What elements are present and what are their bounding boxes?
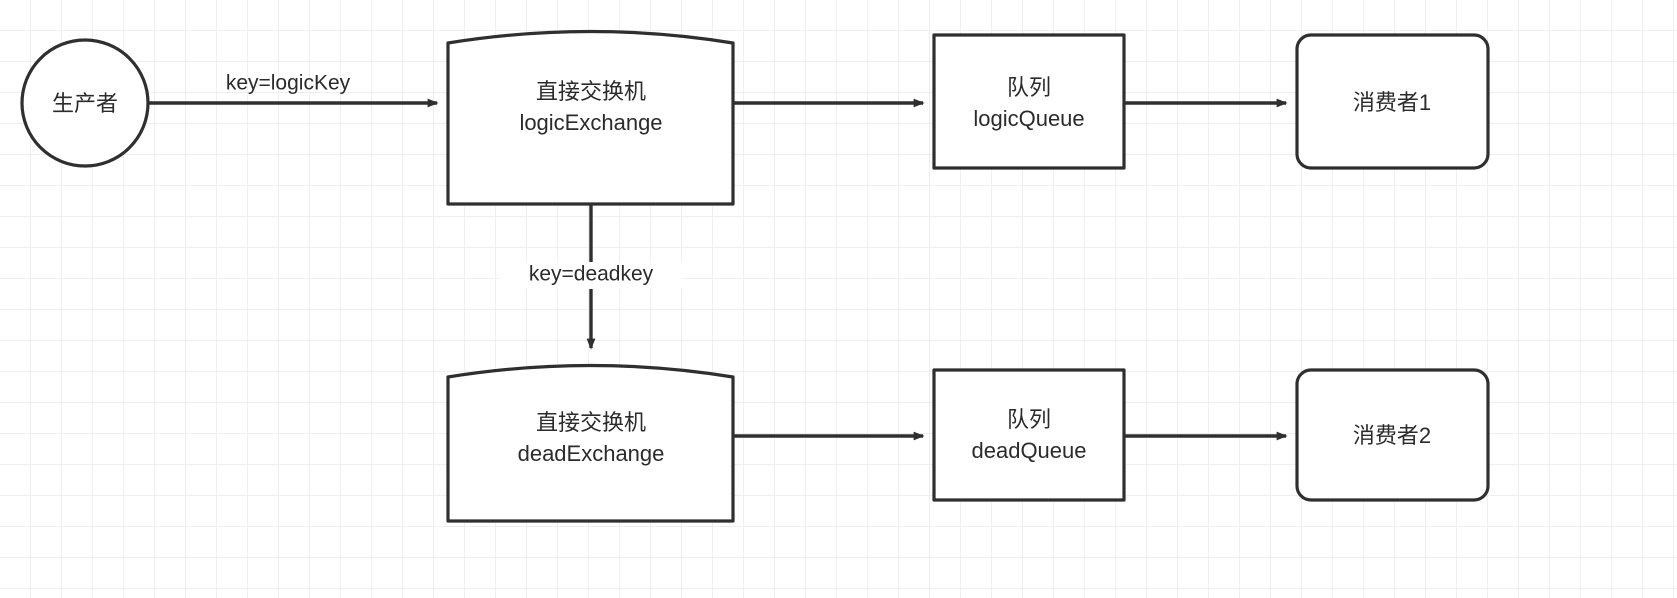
dead-queue-label-line2: deadQueue bbox=[972, 438, 1087, 463]
logic-exchange-shape[interactable] bbox=[446, 29, 735, 206]
logic-queue-label-line1: 队列 bbox=[1007, 75, 1051, 100]
node-consumer1[interactable]: 消费者1 bbox=[1295, 33, 1490, 170]
producer-circle[interactable] bbox=[20, 38, 150, 168]
node-consumer2[interactable]: 消费者2 bbox=[1295, 368, 1490, 502]
logic-queue-label-line2: logicQueue bbox=[973, 106, 1084, 131]
consumer1-label: 消费者1 bbox=[1353, 90, 1431, 115]
dead-queue-shape[interactable] bbox=[932, 368, 1126, 502]
logic-exchange-label-line2: logicExchange bbox=[519, 110, 662, 135]
producer-label: 生产者 bbox=[52, 91, 118, 116]
dead-exchange-label-line2: deadExchange bbox=[518, 441, 665, 466]
edge-logic-exchange-to-dead-exchange: key=deadkey bbox=[500, 204, 682, 350]
node-logic-exchange[interactable]: 直接交换机 logicExchange bbox=[446, 29, 735, 206]
dead-queue-label-line1: 队列 bbox=[1007, 407, 1051, 432]
logic-exchange-label-line1: 直接交换机 bbox=[536, 79, 646, 104]
node-logic-queue[interactable]: 队列 logicQueue bbox=[932, 33, 1126, 170]
dead-exchange-label-line1: 直接交换机 bbox=[536, 410, 646, 435]
dead-exchange-shape[interactable] bbox=[446, 363, 735, 523]
node-dead-queue[interactable]: 队列 deadQueue bbox=[932, 368, 1126, 502]
edge-label-logic-exchange-to-dead-exchange: key=deadkey bbox=[529, 263, 654, 286]
edge-label-backdrop bbox=[500, 262, 682, 289]
edge-producer-to-logic-exchange: key=logicKey bbox=[148, 72, 439, 108]
consumer1-shape[interactable] bbox=[1295, 33, 1490, 170]
node-producer[interactable]: 生产者 bbox=[20, 38, 150, 168]
consumer2-label: 消费者2 bbox=[1353, 423, 1431, 448]
edge-label-producer-to-logic-exchange: key=logicKey bbox=[226, 72, 351, 95]
node-dead-exchange[interactable]: 直接交换机 deadExchange bbox=[446, 363, 735, 523]
logic-queue-shape[interactable] bbox=[932, 33, 1126, 170]
consumer2-shape[interactable] bbox=[1295, 368, 1490, 502]
